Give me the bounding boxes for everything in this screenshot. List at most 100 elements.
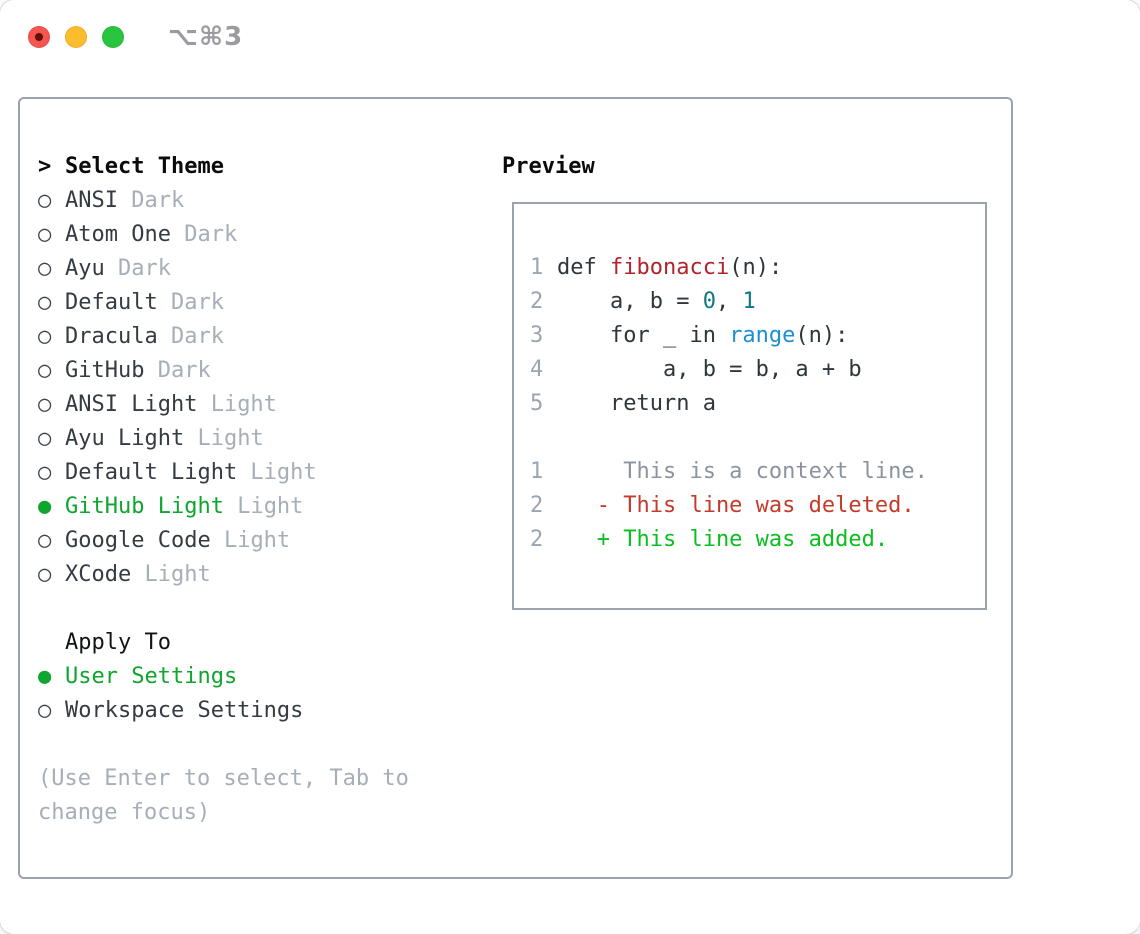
code-segment: , xyxy=(715,289,743,314)
theme-name: GitHub Light xyxy=(65,494,224,519)
theme-option[interactable]: ○ ANSI Dark xyxy=(38,184,458,218)
theme-tag: Dark xyxy=(104,256,171,281)
theme-tag: Dark xyxy=(157,324,224,349)
prompt-icon: > xyxy=(38,154,52,179)
radio-selected-icon: ● xyxy=(38,664,52,689)
diff-line: 2 - This line was deleted. xyxy=(530,489,985,523)
theme-name: Default xyxy=(65,290,158,315)
theme-picker: > Select Theme ○ ANSI Dark ○ Atom One Dark ○ A… xyxy=(38,150,458,830)
theme-tag: Dark xyxy=(170,222,238,247)
blank-line xyxy=(530,421,985,455)
window-title: ⌥⌘3 xyxy=(168,22,244,52)
apply-to-label: Workspace Settings xyxy=(65,698,304,723)
radio-selected-icon: ● xyxy=(38,494,52,519)
line-number: 5 xyxy=(530,391,544,416)
theme-option[interactable]: ○ XCode Light xyxy=(38,558,458,592)
theme-option[interactable]: ○ Default Light Light xyxy=(38,456,458,490)
code-segment: 1 xyxy=(742,289,756,314)
radio-icon: ○ xyxy=(38,188,52,213)
code-segment: a, b = xyxy=(557,289,703,314)
line-number: 3 xyxy=(530,323,544,348)
radio-icon: ○ xyxy=(38,426,52,451)
theme-tag: Light xyxy=(223,494,304,519)
line-number: 4 xyxy=(530,357,544,382)
theme-tag: Dark xyxy=(117,188,185,213)
apply-to-option[interactable]: ● User Settings xyxy=(38,660,458,694)
line-number: 2 xyxy=(530,527,544,552)
theme-tag: Light xyxy=(131,562,211,587)
theme-name: GitHub xyxy=(65,358,145,383)
zoom-button-icon[interactable] xyxy=(102,26,124,48)
theme-name: ANSI xyxy=(65,188,118,213)
diff-line: 1 This is a context line. xyxy=(530,455,985,489)
apply-to-title-row: Apply To xyxy=(38,626,458,660)
main-panel: > Select Theme ○ ANSI Dark ○ Atom One Dark ○ A… xyxy=(18,97,1013,879)
spacer xyxy=(38,592,458,626)
theme-option[interactable]: ○ Dracula Dark xyxy=(38,320,458,354)
code-segment: 0 xyxy=(702,289,716,314)
close-button-icon[interactable] xyxy=(28,26,50,48)
radio-icon: ○ xyxy=(38,528,52,553)
theme-name: Ayu Light xyxy=(65,426,185,451)
picker-title-row: > Select Theme xyxy=(38,150,458,184)
code-segment: for _ in xyxy=(557,323,730,348)
code-segment: a, b = b, a + b xyxy=(557,357,862,382)
code-segment: return a xyxy=(557,391,716,416)
code-line: 5 return a xyxy=(530,387,985,421)
line-number: 1 xyxy=(530,255,544,280)
theme-option[interactable]: ○ ANSI Light Light xyxy=(38,388,458,422)
theme-tag: Dark xyxy=(157,290,224,315)
theme-name: XCode xyxy=(65,562,132,587)
radio-icon: ○ xyxy=(38,324,52,349)
apply-to-list: ● User Settings ○ Workspace Settings xyxy=(38,660,458,728)
code-line: 2 a, b = 0, 1 xyxy=(530,285,985,319)
hint-text: (Use Enter to select, Tab to change focu… xyxy=(38,766,409,825)
line-number: 2 xyxy=(530,289,544,314)
theme-list: ○ANSI Dark○Atom One Dark○Ayu Dark○Defaul… xyxy=(38,184,458,592)
apply-to-option[interactable]: ○ Workspace Settings xyxy=(38,694,458,728)
radio-icon: ○ xyxy=(38,222,52,247)
theme-tag: Light xyxy=(237,460,317,485)
diff-line: 2 + This line was added. xyxy=(530,523,985,557)
theme-option[interactable]: ○ Ayu Light Light xyxy=(38,422,458,456)
radio-icon: ○ xyxy=(38,698,52,723)
preview-title: Preview xyxy=(502,154,595,179)
theme-option[interactable]: ● GitHub Light Light xyxy=(38,490,458,524)
line-number: 1 xyxy=(530,459,544,484)
theme-option[interactable]: ○ Ayu Dark xyxy=(38,252,458,286)
theme-tag: Dark xyxy=(144,358,211,383)
line-number: 2 xyxy=(530,493,544,518)
theme-tag: Light xyxy=(184,426,264,451)
theme-tag: Light xyxy=(210,528,291,553)
theme-option[interactable]: ○Default Dark xyxy=(38,286,458,320)
title-bar: ⌥⌘3 xyxy=(0,0,1140,74)
radio-icon: ○ xyxy=(38,562,52,587)
theme-name: Dracula xyxy=(65,324,158,349)
picker-title: Select Theme xyxy=(65,154,224,179)
code-line: 3 for _ in range(n): xyxy=(530,319,985,353)
minimize-button-icon[interactable] xyxy=(65,26,87,48)
theme-name: Default Light xyxy=(65,460,238,485)
code-segment: (n): xyxy=(795,323,849,348)
code-segment: fibonacci xyxy=(609,255,730,280)
theme-option[interactable]: ○ Atom One Dark xyxy=(38,218,458,252)
theme-option[interactable]: ○Google Code Light xyxy=(38,524,458,558)
radio-icon: ○ xyxy=(38,392,52,417)
theme-name: ANSI Light xyxy=(65,392,198,417)
theme-name: Atom One xyxy=(65,222,171,247)
radio-icon: ○ xyxy=(38,256,52,281)
apply-to-label: User Settings xyxy=(65,664,238,689)
theme-tag: Light xyxy=(197,392,277,417)
radio-icon: ○ xyxy=(38,460,52,485)
apply-to-title: Apply To xyxy=(65,630,171,655)
code-segment: range xyxy=(729,323,796,348)
spacer xyxy=(38,728,458,762)
theme-option[interactable]: ○GitHub Dark xyxy=(38,354,458,388)
diff-context-text: This is a context line. xyxy=(557,459,928,484)
traffic-lights xyxy=(28,26,124,48)
code-line: 4 a, b = b, a + b xyxy=(530,353,985,387)
diff-added-text: + This line was added. xyxy=(557,527,889,552)
theme-name: Ayu xyxy=(65,256,105,281)
